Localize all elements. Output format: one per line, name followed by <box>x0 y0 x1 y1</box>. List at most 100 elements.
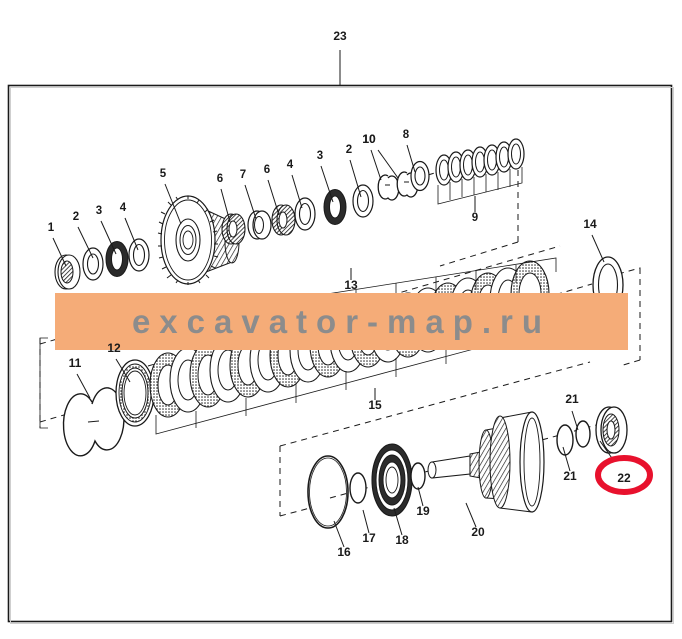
callout-number: 6 <box>264 164 270 176</box>
leader-line <box>349 159 362 198</box>
part-2-washer <box>82 247 104 281</box>
leader-line <box>100 220 117 255</box>
callout-9: 9 <box>472 196 478 224</box>
group-boundary-right-ring <box>617 267 641 367</box>
callout-6: 6 <box>264 164 280 216</box>
callout-8: 8 <box>403 129 416 173</box>
callout-number: 15 <box>368 398 382 412</box>
callout-number: 21 <box>563 469 577 483</box>
leader-line <box>52 237 67 267</box>
leader-line <box>377 149 399 179</box>
leader-line <box>571 410 579 431</box>
part-10-snap-ring-a <box>377 174 400 201</box>
callout-number: 3 <box>96 205 102 217</box>
leader-line <box>267 179 280 216</box>
callout-17: 17 <box>362 509 376 545</box>
callout-number: 21 <box>565 392 579 406</box>
callout-number: 23 <box>333 29 347 43</box>
part-9-ring-stack <box>435 138 525 205</box>
callout-number: 14 <box>583 217 597 231</box>
callout-number: 19 <box>416 504 430 518</box>
callout-number: 6 <box>217 173 223 185</box>
disc <box>510 260 550 328</box>
callout-number: 16 <box>337 545 351 559</box>
part-1-bearing <box>54 254 81 290</box>
callout-10: 10 <box>362 132 399 179</box>
part-20-hub-shaft <box>427 411 545 513</box>
part-7-spacer <box>247 210 272 240</box>
part-4-washer-b <box>294 197 316 231</box>
part-3-seal-b <box>323 189 347 225</box>
callout-2: 2 <box>73 211 94 259</box>
part-18-bearing <box>371 443 413 517</box>
callout-number: 10 <box>362 132 376 146</box>
callout-number: 4 <box>120 202 127 214</box>
callout-number: 18 <box>395 533 409 547</box>
callout-number: 1 <box>48 222 55 234</box>
callout-3: 3 <box>317 150 334 203</box>
part-21-ring-b <box>575 420 591 448</box>
callout-20: 20 <box>465 502 485 539</box>
part-6-bushing-a <box>221 213 246 245</box>
callout-number: 8 <box>403 129 410 141</box>
upper-parts-row <box>54 160 430 290</box>
callout-number: 7 <box>240 169 246 181</box>
leader-line <box>124 217 139 251</box>
callout-number: 4 <box>287 159 294 171</box>
part-19-ring <box>410 462 426 490</box>
callout-15: 15 <box>368 388 382 412</box>
part-6-bushing-b <box>271 204 296 236</box>
callout-21: 21 <box>565 392 579 431</box>
leader-line <box>333 520 345 548</box>
callout-23: 23 <box>333 29 347 85</box>
callout-2: 2 <box>346 144 362 198</box>
callout-19: 19 <box>416 486 430 518</box>
part-2-washer-b <box>352 184 374 218</box>
part-21-ring-a <box>556 424 574 456</box>
callout-number: 2 <box>346 144 352 156</box>
callout-number: 2 <box>73 211 79 223</box>
callout-4: 4 <box>120 202 139 251</box>
callout-number: 9 <box>472 212 478 224</box>
callout-18: 18 <box>393 507 409 547</box>
group-boundary-lower-left <box>39 332 79 429</box>
bottom-subassembly <box>307 406 628 529</box>
leader-line <box>562 446 571 472</box>
callout-3: 3 <box>96 205 117 255</box>
leader-line <box>164 183 182 225</box>
callout-number: 3 <box>317 150 323 162</box>
callout-number: 17 <box>362 531 376 545</box>
leader-line <box>417 486 424 507</box>
part-14-ring <box>592 256 624 314</box>
callout-10: 10 <box>362 132 382 181</box>
leader-line <box>77 226 94 259</box>
callout-5: 5 <box>160 168 182 225</box>
callout-14: 14 <box>583 217 605 263</box>
callout-number: 10 <box>362 132 376 146</box>
part-22-bearing <box>595 406 628 454</box>
callout-22-number: 22 <box>617 471 631 485</box>
leader-line <box>465 502 477 528</box>
callout-4: 4 <box>287 159 303 209</box>
leader-line <box>320 165 334 203</box>
callout-6: 6 <box>217 173 231 223</box>
part-8-washer <box>410 160 430 192</box>
callout-16: 16 <box>333 520 351 559</box>
leader-line <box>76 373 91 399</box>
leader-line <box>220 188 231 223</box>
part-16-o-ring <box>307 455 349 529</box>
leader-line <box>291 174 303 209</box>
part-17-ring <box>349 472 367 504</box>
callout-number: 20 <box>471 525 485 539</box>
leader-line <box>370 149 382 181</box>
leader-line <box>591 234 605 263</box>
part-11-snap-ring <box>62 387 125 457</box>
leader-line <box>362 509 370 534</box>
part-12-toothed-plate <box>115 359 155 427</box>
leader-line <box>406 144 416 173</box>
callout-number: 5 <box>160 168 167 180</box>
callout-21: 21 <box>562 446 577 483</box>
